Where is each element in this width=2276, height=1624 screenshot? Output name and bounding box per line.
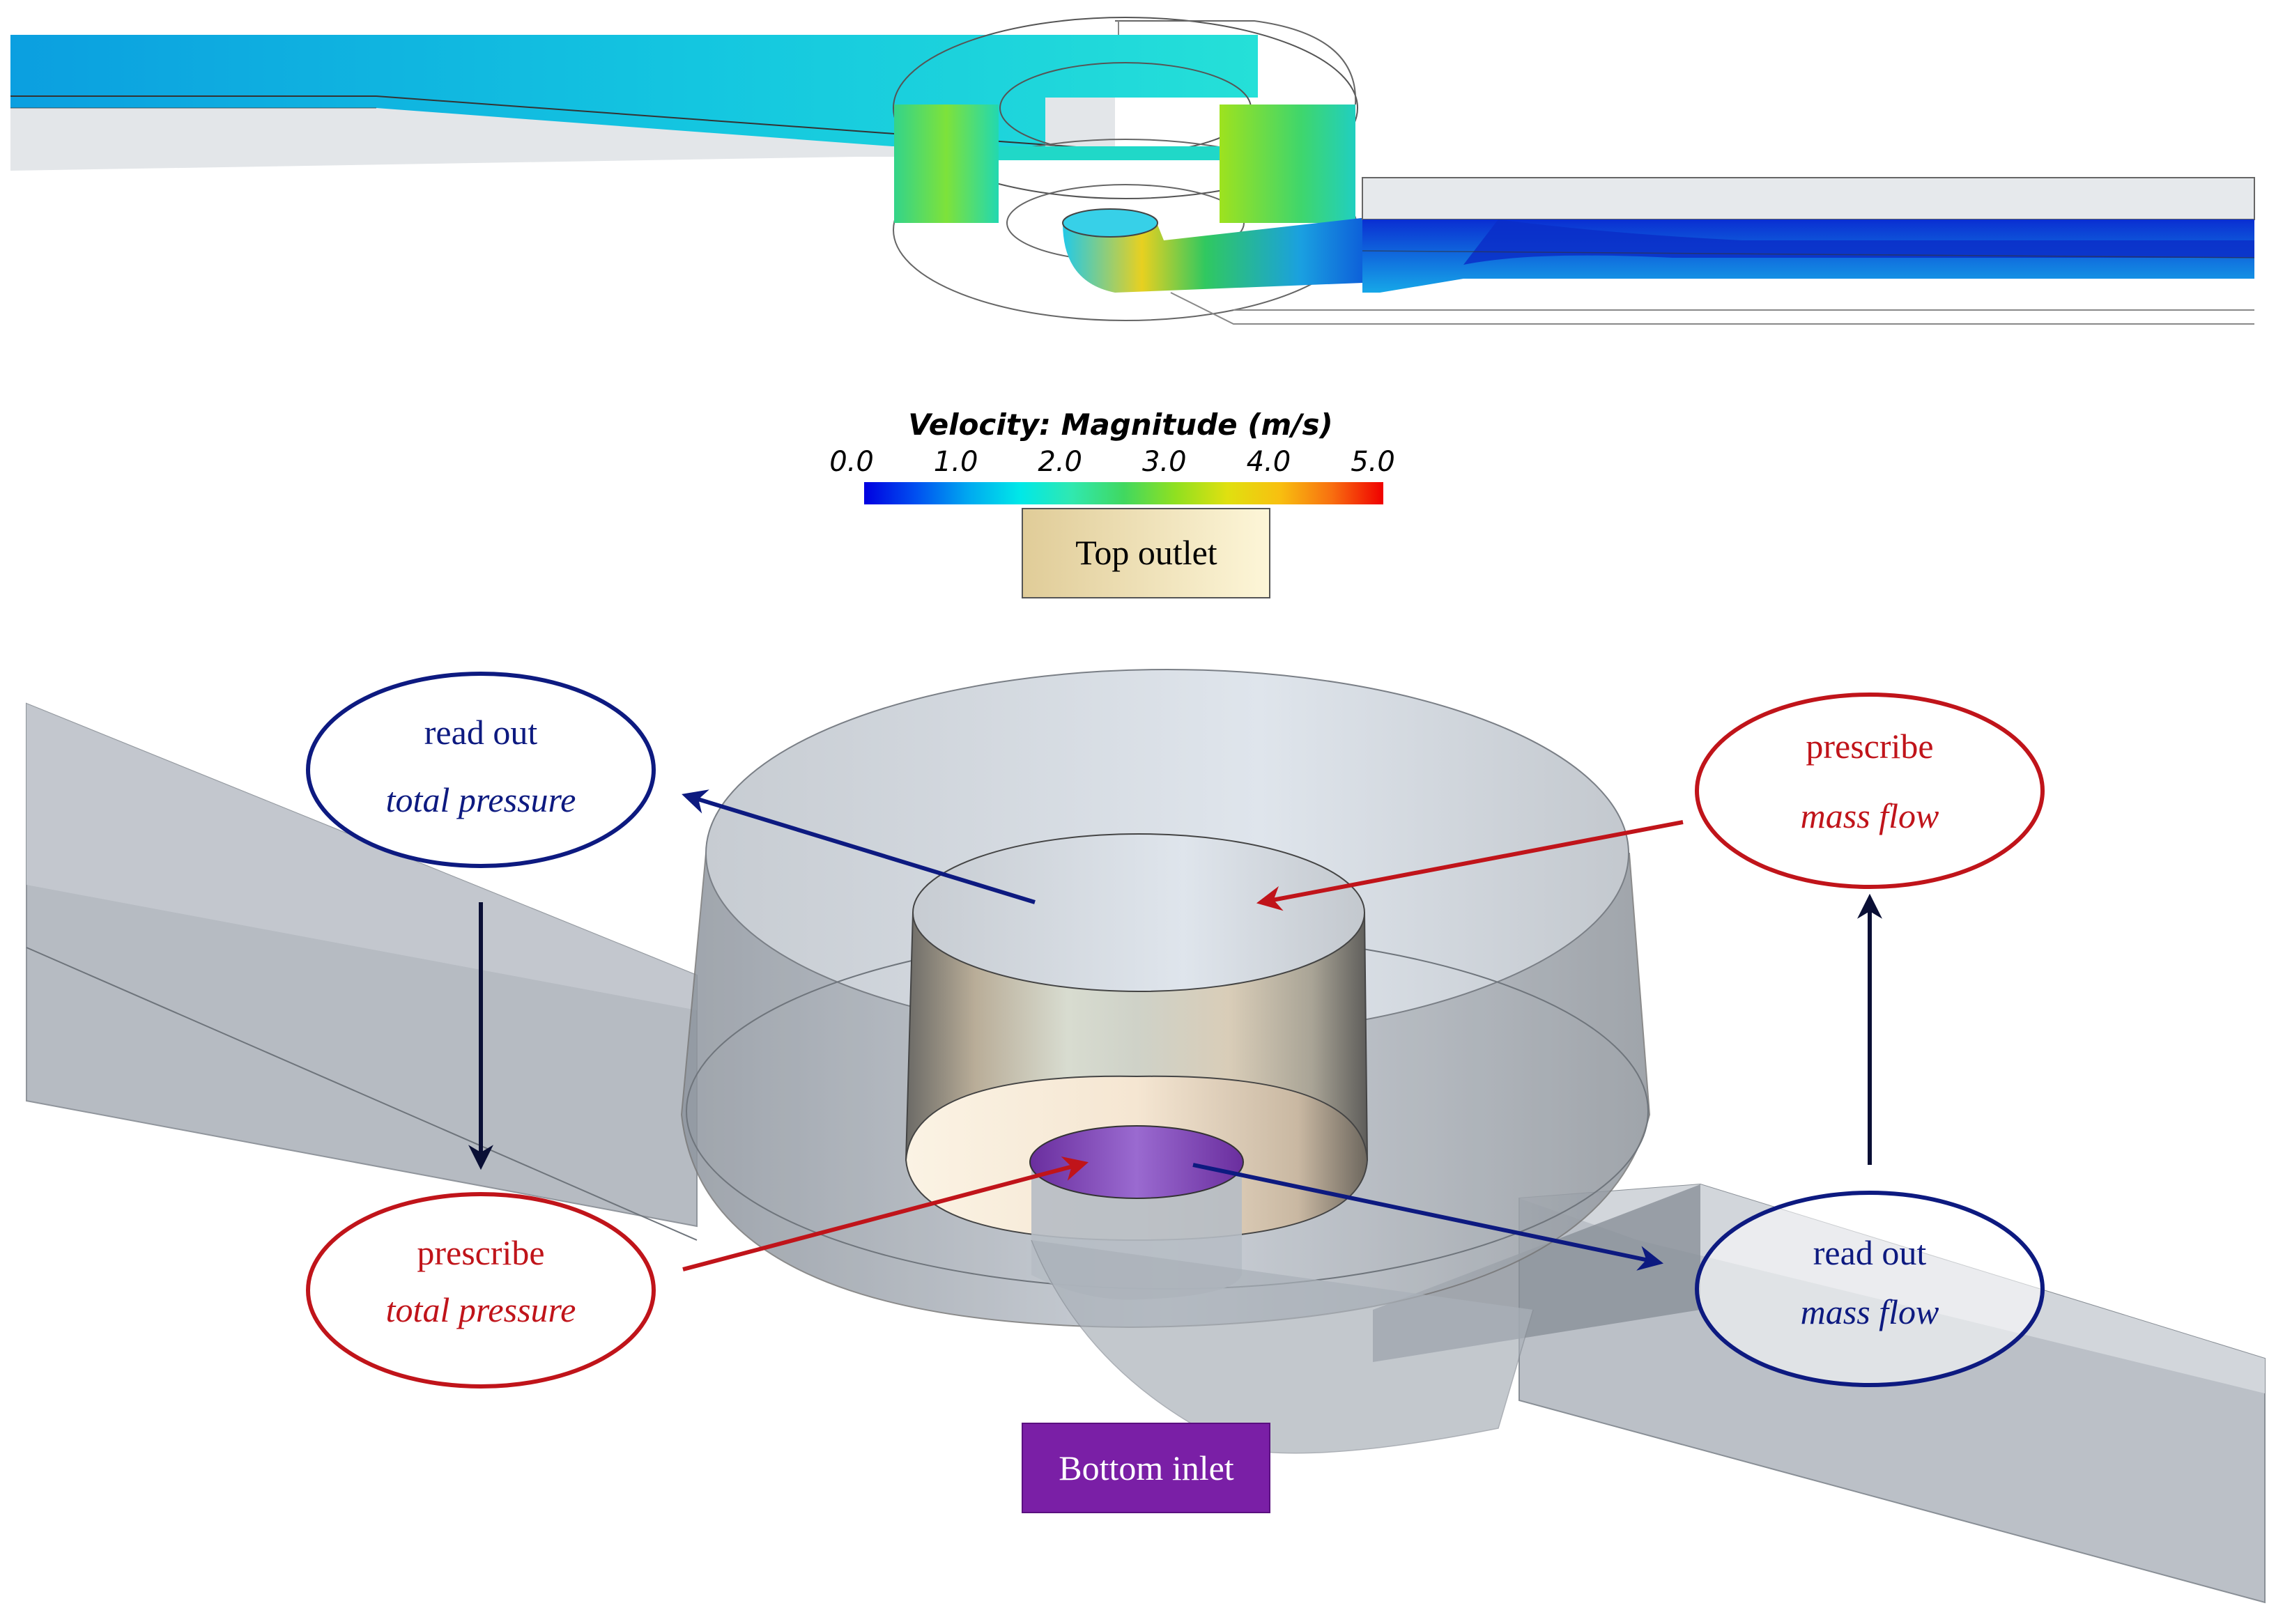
bubble-bl-line1: prescribe xyxy=(417,1233,544,1272)
bubble-br-line1: read out xyxy=(1813,1233,1927,1272)
colorbar-tick-label: 4.0 xyxy=(1247,446,1291,478)
colorbar-tick-label: 2.0 xyxy=(1038,446,1082,478)
annotations: read out total pressure prescribe mass f… xyxy=(306,672,2045,1389)
arrow-prescribe-tp-to-inlet xyxy=(682,1156,1089,1271)
bottom-inlet-text: Bottom inlet xyxy=(1059,1448,1234,1487)
geometry-3d xyxy=(26,669,2266,1604)
arrow-inlet-to-readout-mf xyxy=(1192,1163,1664,1271)
bubble-bl-line2: total pressure xyxy=(386,1290,576,1329)
bottom-inlet-face xyxy=(1029,1125,1244,1199)
bubble-prescribe-mass-flow: prescribe mass flow xyxy=(1695,693,2045,889)
bubble-tl-line2: total pressure xyxy=(386,780,576,819)
colorbar: Velocity: Magnitude (m/s) 0.0 1.0 2.0 3.0 4.… xyxy=(829,408,1395,504)
bubble-tr-line2: mass flow xyxy=(1801,796,1939,835)
colorbar-tick-label: 3.0 xyxy=(1142,446,1187,478)
colorbar-tick-label: 5.0 xyxy=(1351,446,1395,478)
colorbar-tick-label: 0.0 xyxy=(829,446,874,478)
colorbar-title: Velocity: Magnitude (m/s) xyxy=(908,408,1333,442)
colorbar-ticks: 0.0 1.0 2.0 3.0 4.0 5.0 xyxy=(829,446,1395,478)
bubble-readout-total-pressure: read out total pressure xyxy=(306,672,656,868)
chamber-left-slab xyxy=(894,105,999,223)
colorbar-tick-label: 1.0 xyxy=(934,446,978,478)
bubble-tr-line1: prescribe xyxy=(1806,727,1933,766)
bubble-prescribe-total-pressure: prescribe total pressure xyxy=(306,1192,656,1389)
bubble-br-line2: mass flow xyxy=(1801,1292,1939,1331)
arrow-prescribe-mf-to-inner xyxy=(1256,820,1684,911)
top-outlet-label: Top outlet xyxy=(1022,508,1270,598)
bubble-tl-line1: read out xyxy=(424,713,538,752)
chamber-right-slab xyxy=(1220,105,1355,223)
bubble-readout-mass-flow: read out mass flow xyxy=(1695,1191,2045,1387)
inlet-jet xyxy=(1063,216,1380,293)
top-outlet-text: Top outlet xyxy=(1075,533,1217,572)
cfd-cross-section xyxy=(10,17,2255,325)
arrow-inner-to-readout-tp xyxy=(682,789,1036,904)
bottom-inlet-label: Bottom inlet xyxy=(1022,1423,1270,1513)
colorbar-gradient xyxy=(864,482,1383,504)
right-pipe-shell xyxy=(1362,177,2255,220)
